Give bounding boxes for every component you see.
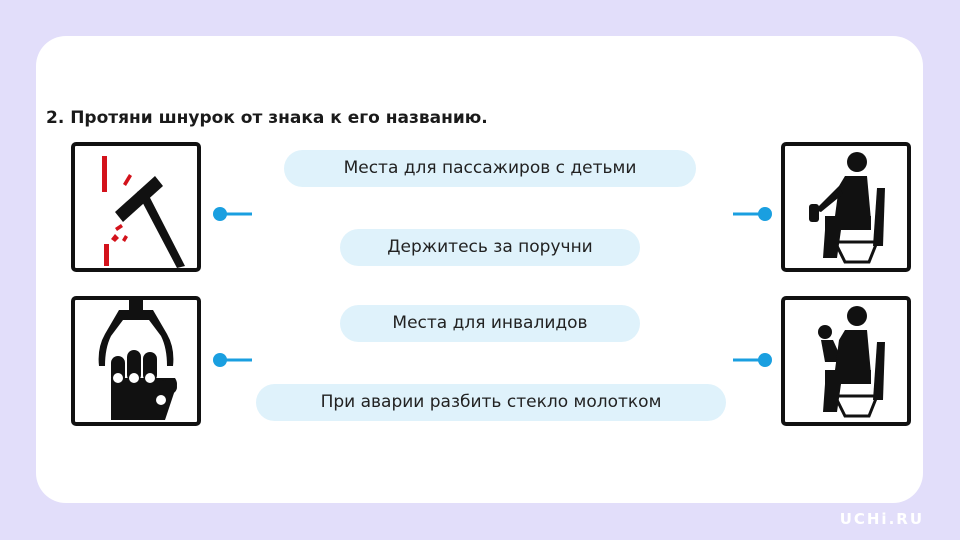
option-disabled[interactable]: Места для инвалидов (340, 305, 640, 342)
task-title: 2. Протяни шнурок от знака к его названи… (46, 108, 488, 128)
sign-handrail[interactable] (71, 296, 201, 426)
connector-left-top[interactable] (212, 206, 252, 222)
option-hammer[interactable]: При аварии разбить стекло молотком (256, 384, 726, 421)
option-children[interactable]: Места для пассажиров с детьми (284, 150, 696, 187)
connector-left-bottom[interactable] (212, 352, 252, 368)
sign-hammer[interactable] (71, 142, 201, 272)
uchi-logo: UCHi.RU (839, 510, 924, 528)
option-handrail[interactable]: Держитесь за поручни (340, 229, 640, 266)
hammer-break-glass-icon (102, 156, 185, 268)
sign-seated-person[interactable] (781, 142, 911, 272)
connector-right-top[interactable] (733, 206, 773, 222)
sign-seated-person-child[interactable] (781, 296, 911, 426)
seated-person-with-child-icon (818, 306, 885, 418)
connector-right-bottom[interactable] (733, 352, 773, 368)
handrail-hand-icon (98, 300, 177, 420)
seated-person-icon (809, 152, 885, 264)
